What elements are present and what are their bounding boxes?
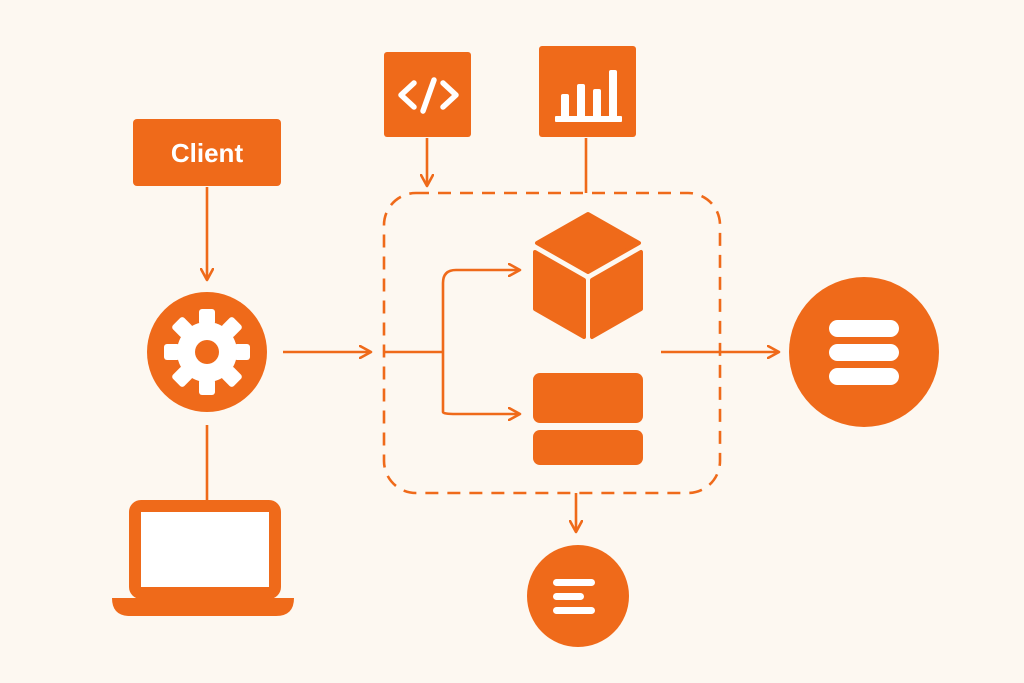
server-stack-icon [533, 373, 643, 465]
client-node: Client [133, 119, 281, 186]
list-lines-icon [553, 579, 595, 614]
chart-node [539, 46, 636, 137]
cube-icon [533, 212, 643, 339]
laptop-screen [129, 500, 281, 599]
branch-to-cube-arrow [441, 270, 520, 284]
client-box [133, 119, 281, 186]
database-icon [829, 320, 899, 385]
branch-to-server-arrow [441, 412, 520, 414]
code-node [384, 52, 471, 137]
gear-node [147, 292, 267, 412]
database-node [789, 277, 939, 427]
server-top [533, 373, 643, 423]
bar-chart-icon [555, 70, 622, 122]
connectors [207, 138, 779, 532]
laptop-icon [112, 500, 294, 616]
gear-icon [164, 309, 250, 395]
client-label: Client [171, 138, 244, 168]
branch-connector [384, 283, 445, 412]
code-brackets-icon [398, 77, 459, 114]
log-node [527, 545, 629, 647]
service-group-boundary [382, 191, 722, 495]
server-bottom [533, 430, 643, 465]
chart-box [539, 46, 636, 137]
laptop-base [112, 598, 294, 616]
